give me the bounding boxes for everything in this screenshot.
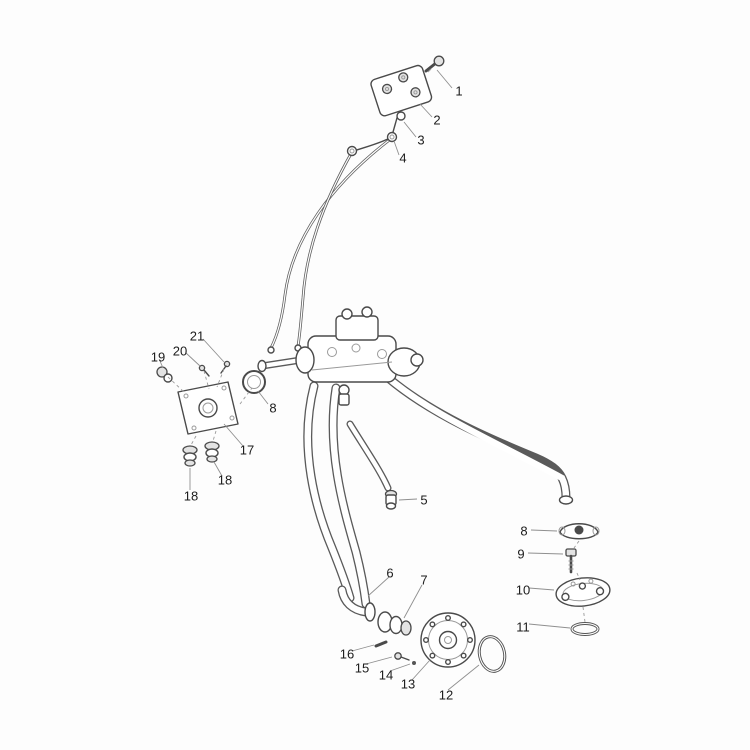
ring-item-8-left	[242, 370, 266, 394]
callout-4: 4	[399, 150, 407, 166]
pin-item-14	[412, 661, 416, 665]
callout-20: 20	[172, 343, 188, 359]
valve-block-group	[156, 360, 266, 467]
pump-top-housing	[335, 315, 379, 341]
fitting-item-19	[156, 366, 173, 383]
tube-nut	[267, 346, 275, 354]
screw-item-21	[220, 360, 231, 374]
callout-7: 7	[420, 572, 428, 588]
fitting-item-18b	[204, 441, 220, 463]
pump-body	[307, 335, 397, 383]
mounting-bracket-plate	[370, 64, 433, 117]
callout-2: 2	[433, 112, 441, 128]
callout-16: 16	[339, 646, 355, 662]
callout-17: 17	[239, 442, 255, 458]
capillary-tubes	[267, 113, 399, 354]
callout-1: 1	[455, 83, 463, 99]
mounting-bracket-assembly	[346, 55, 445, 157]
pin-item-16	[374, 640, 388, 648]
callout-21: 21	[189, 328, 205, 344]
leader-lines	[159, 69, 571, 691]
hose-end-cap	[558, 495, 574, 505]
callout-12: 12	[438, 687, 454, 703]
callout-9: 9	[517, 546, 525, 562]
callout-15: 15	[354, 660, 370, 676]
screw-item-15	[394, 652, 410, 661]
callout-11: 11	[516, 619, 530, 635]
valve-block-item-17	[177, 381, 239, 435]
cover-plate-item-10	[555, 577, 611, 607]
bolt-item-1	[424, 55, 445, 73]
right-cover-group	[555, 523, 611, 636]
callout-10: 10	[515, 582, 531, 598]
tube-clamp-item-4b	[346, 145, 358, 157]
callout-5: 5	[420, 492, 428, 508]
o-ring-item-11	[570, 622, 600, 636]
tube-clamp-item-4	[386, 131, 398, 143]
screw-item-20	[198, 364, 210, 377]
hydraulic-hoses	[303, 371, 574, 609]
callout-8: 8	[269, 400, 277, 416]
callout-8: 8	[520, 523, 528, 539]
bracket-bolt	[410, 87, 421, 98]
callout-19: 19	[150, 349, 166, 365]
union-item-7	[377, 611, 412, 636]
bolt-item-9	[565, 548, 577, 574]
callout-18: 18	[183, 488, 199, 504]
callout-18: 18	[217, 472, 233, 488]
fitting-item-3	[396, 111, 406, 121]
fitting-item-18a	[182, 445, 198, 467]
o-ring-item-12	[477, 635, 507, 673]
bracket-bolt	[381, 83, 393, 95]
assembly-dashes	[167, 368, 586, 623]
fitting-item-5	[384, 489, 398, 510]
pump-assembly	[257, 306, 424, 406]
cap-item-8-right	[558, 523, 600, 540]
bracket-bolt	[398, 72, 409, 83]
pump-left-port	[295, 346, 315, 374]
callout-6: 6	[386, 565, 394, 581]
callout-14: 14	[378, 667, 394, 683]
flange-disc-item-13	[420, 612, 476, 668]
callout-3: 3	[417, 132, 425, 148]
callout-13: 13	[400, 676, 416, 692]
bottom-union-group	[337, 585, 416, 665]
